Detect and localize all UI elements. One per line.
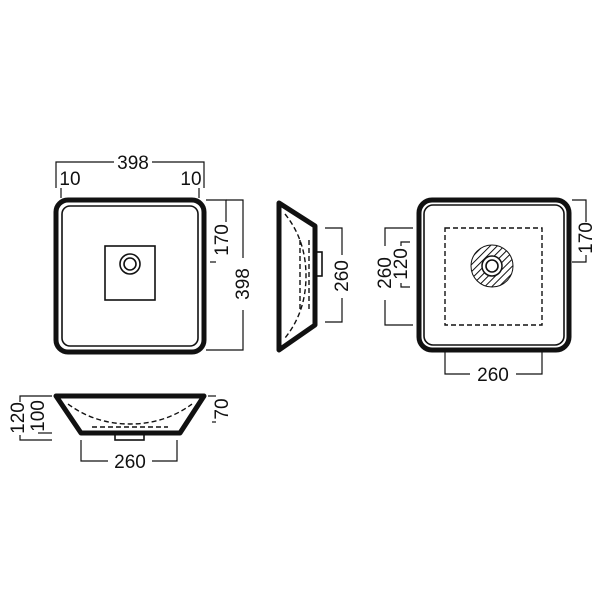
- dim-base-width-label: 260: [114, 452, 146, 473]
- dim-line: [384, 227, 413, 246]
- dim-total-height-label: 120: [8, 402, 29, 434]
- basin-outline: [53, 197, 207, 355]
- inner-bowl-hidden-line: [67, 403, 193, 425]
- dim-line: [152, 440, 178, 462]
- inner-bowl-hidden-line: [284, 213, 307, 339]
- top-view: 398 10 10 170 398: [53, 153, 254, 355]
- basin-outline: [416, 197, 572, 353]
- dim-line: [80, 440, 108, 462]
- dim-line: [400, 283, 410, 288]
- dim-line: [572, 199, 587, 222]
- front-view: 120 100 70 260: [8, 393, 233, 473]
- dim-base-width-label: 260: [477, 365, 509, 386]
- dim-line: [572, 255, 587, 263]
- side-profile: [276, 200, 318, 353]
- drain-area: [104, 245, 156, 301]
- dim-drain-offset-label: 170: [576, 222, 597, 254]
- dim-line: [55, 161, 114, 188]
- drain-tab: [114, 432, 145, 441]
- dim-width-label: 398: [117, 153, 149, 174]
- dim-drain-offset-label: 170: [212, 224, 233, 256]
- dim-line: [325, 227, 343, 255]
- dim-line: [444, 352, 470, 375]
- drain-outer-circle: [119, 253, 141, 275]
- drain-inner-circle: [485, 259, 499, 273]
- dim-line: [325, 298, 343, 323]
- side-view: 260: [276, 200, 353, 353]
- dim-body-height-label: 100: [28, 400, 49, 432]
- dim-rim-left-label: 10: [59, 169, 80, 190]
- dim-line: [516, 352, 543, 375]
- front-profile: [53, 393, 207, 436]
- dim-depth-label: 398: [233, 268, 254, 300]
- dim-base-label: 260: [332, 260, 353, 292]
- basin-inner-rim: [423, 204, 565, 346]
- dim-drain-center-label: 120: [391, 248, 412, 280]
- dim-rim-right-label: 10: [180, 169, 201, 190]
- base-footprint-hidden-line: [444, 227, 543, 326]
- dim-line: [19, 435, 52, 441]
- dim-line: [152, 161, 205, 188]
- dim-line: [19, 395, 52, 402]
- basin-inner-rim: [61, 205, 199, 347]
- dim-line: [206, 199, 227, 222]
- drain-outer-circle: [481, 255, 503, 277]
- bottom-view: 170 260 120 260: [375, 197, 597, 386]
- drain-inner-circle: [123, 257, 137, 271]
- dim-line: [384, 300, 413, 326]
- drain-tab: [314, 251, 323, 277]
- dim-line: [400, 241, 410, 246]
- dim-line: [206, 310, 244, 351]
- dim-line: [226, 199, 244, 258]
- dim-base-depth-label: 260: [375, 257, 396, 289]
- dim-drain-height-label: 70: [212, 398, 233, 419]
